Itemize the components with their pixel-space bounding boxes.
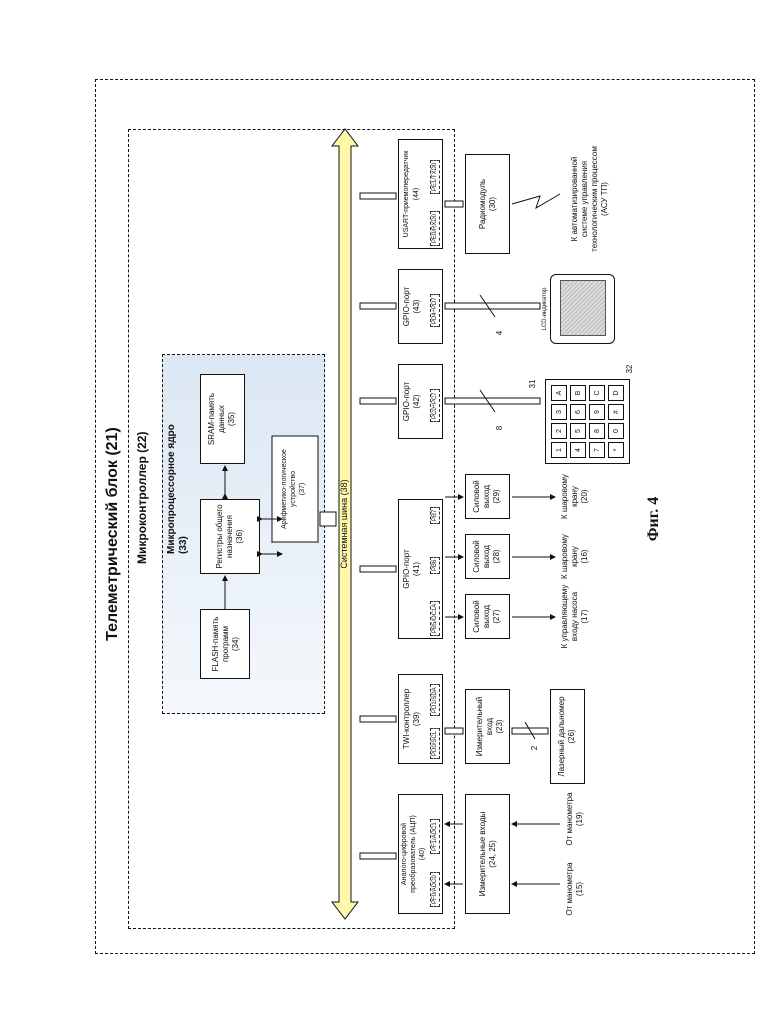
acs-label: К автоматизированной системе управления …	[570, 124, 610, 274]
keypad-key: B	[570, 385, 586, 401]
figure-caption: Фиг. 4	[645, 474, 663, 564]
to-pump: К управляющему входу насоса (17)	[560, 579, 590, 654]
keypad-key: 9	[589, 404, 605, 420]
keypad-key: 5	[570, 423, 586, 439]
keypad-key: D	[608, 385, 624, 401]
lcd-ref: 32	[625, 359, 635, 379]
keypad-key: *	[608, 442, 624, 458]
keypad-key: 3	[551, 404, 567, 420]
keypad-keys: 1 2 3 A 4 5 6 B 7 8 9 C * 0 # D	[551, 385, 624, 458]
keypad-key: C	[589, 385, 605, 401]
from-manometer-19: От манометра (19)	[565, 784, 585, 854]
keypad-key: #	[608, 404, 624, 420]
keypad-key: 4	[570, 442, 586, 458]
bus-width-4: 4	[495, 327, 505, 339]
to-valve-16: К шаровому крану (16)	[560, 529, 590, 584]
keypad-key: 8	[589, 423, 605, 439]
bus-width-2: 2	[530, 742, 540, 754]
keypad-key: 2	[551, 423, 567, 439]
keypad-key: 6	[570, 404, 586, 420]
lcd-screen	[560, 280, 606, 336]
keypad-key: 7	[589, 442, 605, 458]
keypad-key: A	[551, 385, 567, 401]
to-valve-20: К шаровому крану (20)	[560, 469, 590, 524]
lcd-label: LCD-индикатор	[540, 269, 550, 349]
keypad-key: 0	[608, 423, 624, 439]
bus-width-8: 8	[495, 422, 505, 434]
keypad-key: 1	[551, 442, 567, 458]
from-manometer-15: От манометра (15)	[565, 854, 585, 924]
keypad-ref: 31	[528, 374, 538, 394]
